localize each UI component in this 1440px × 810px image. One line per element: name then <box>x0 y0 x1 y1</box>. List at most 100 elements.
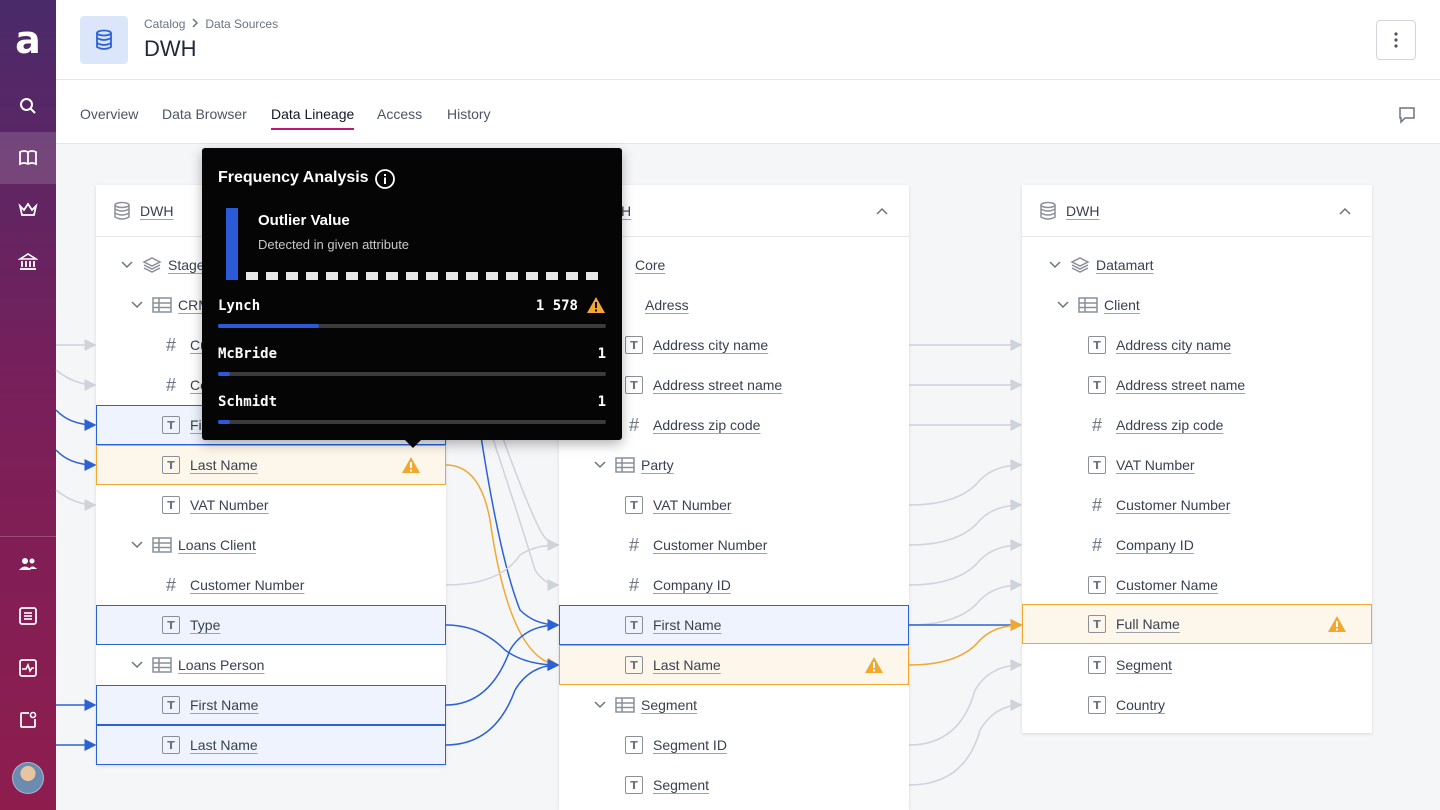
tree-row-table[interactable]: Loans Person <box>130 645 264 685</box>
tab-data-browser[interactable]: Data Browser <box>162 106 247 122</box>
tree-row-column[interactable]: T Address street name <box>1088 365 1245 405</box>
number-type-icon: # <box>165 574 176 595</box>
tree-row-column[interactable]: T VAT Number <box>1088 445 1195 485</box>
app-logo[interactable]: a <box>15 18 41 62</box>
chevron-up-icon[interactable] <box>875 204 889 218</box>
number-type-icon: # <box>1091 494 1102 515</box>
tree-row-column[interactable]: # Company ID <box>1088 525 1194 565</box>
breadcrumb-data-sources[interactable]: Data Sources <box>205 17 279 31</box>
text-type-icon: T <box>1088 376 1106 394</box>
tab-data-lineage[interactable]: Data Lineage <box>271 106 355 130</box>
edge-lm-1 <box>445 464 560 670</box>
tree-row-column[interactable]: # Customer Number <box>1088 485 1230 525</box>
monitor-icon[interactable] <box>0 642 56 694</box>
tree-row-column[interactable]: T Address city name <box>1088 325 1231 365</box>
tree-row-column[interactable]: T Customer Name <box>1088 565 1218 605</box>
settings-window-icon[interactable] <box>0 694 56 746</box>
chevron-down-icon[interactable] <box>1056 298 1070 312</box>
tree-row-schema[interactable]: Core <box>609 245 665 285</box>
warning-icon[interactable] <box>1327 615 1347 633</box>
panel-source-label[interactable]: DWH <box>1066 202 1100 219</box>
edge-lm-2 <box>479 429 560 631</box>
search-icon[interactable] <box>0 80 56 132</box>
tree-row-column[interactable]: # Address zip code <box>625 405 760 445</box>
tree-row-table[interactable]: CRM <box>130 285 210 325</box>
tree-row-column[interactable]: T Country <box>1088 685 1165 725</box>
tree-row-column-selected[interactable]: T Type <box>96 605 446 645</box>
tree-row-label: Core <box>635 257 666 273</box>
bank-icon[interactable] <box>0 236 56 288</box>
warning-icon[interactable] <box>864 656 884 674</box>
tree-row-table[interactable]: Client <box>1056 285 1140 325</box>
table-icon <box>615 697 635 713</box>
comment-icon[interactable] <box>1398 106 1416 129</box>
tree-row-label: Company ID <box>653 577 731 593</box>
tree-row-column[interactable]: # Address zip code <box>1088 405 1223 445</box>
tab-overview[interactable]: Overview <box>80 106 139 122</box>
chevron-up-icon[interactable] <box>1338 204 1352 218</box>
frequency-item: McBride 1 <box>218 346 606 362</box>
list-icon[interactable] <box>0 590 56 642</box>
frequency-item-count: 1 <box>597 394 606 410</box>
tree-row-column[interactable]: # Customer Number <box>625 525 767 565</box>
tree-row-schema[interactable]: Stage <box>120 245 205 285</box>
tab-access[interactable]: Access <box>377 106 423 122</box>
number-type-icon: # <box>1091 414 1102 435</box>
chevron-down-icon[interactable] <box>593 458 607 472</box>
warning-icon[interactable] <box>401 456 421 474</box>
tree-row-column[interactable]: T VAT Number <box>625 485 732 525</box>
tree-row-table[interactable]: Segment <box>593 685 697 725</box>
chevron-down-icon[interactable] <box>130 658 144 672</box>
tree-row-column[interactable]: # Company ID <box>625 565 731 605</box>
tree-row-column[interactable]: T Segment <box>625 765 709 805</box>
tree-row-column[interactable]: T Address city name <box>625 325 768 365</box>
edge-in-2 <box>55 369 97 391</box>
tree-row-column[interactable]: T VAT Number <box>162 485 269 525</box>
panel-header: H <box>559 185 909 237</box>
edge-lm-3 <box>445 624 560 671</box>
info-icon[interactable] <box>374 168 396 190</box>
crown-icon[interactable] <box>0 184 56 236</box>
tree-row-column-warning[interactable]: T Last Name <box>96 445 446 485</box>
chevron-down-icon[interactable] <box>120 258 134 272</box>
database-icon <box>1040 201 1056 220</box>
frequency-bar-track <box>218 324 606 328</box>
chevron-down-icon[interactable] <box>1048 258 1062 272</box>
tree-row-table[interactable]: Adress <box>615 285 689 325</box>
tree-row-table[interactable]: Party <box>593 445 674 485</box>
tree-row-column-selected[interactable]: T Last Name <box>96 725 446 765</box>
tree-row-column-selected[interactable]: T First Name <box>559 605 909 645</box>
breadcrumb-catalog[interactable]: Catalog <box>144 17 186 31</box>
tab-history[interactable]: History <box>447 106 491 122</box>
number-type-icon: # <box>165 374 176 395</box>
tree-row-column[interactable]: T Segment <box>1088 645 1172 685</box>
kebab-icon <box>1394 32 1398 48</box>
tree-row-column[interactable]: # Customer Number <box>162 565 304 605</box>
edge-mr-7 <box>908 579 1023 626</box>
frequency-item-name: Lynch <box>218 298 261 314</box>
text-type-icon: T <box>1088 576 1106 594</box>
chevron-down-icon[interactable] <box>130 538 144 552</box>
users-icon[interactable] <box>0 538 56 590</box>
tree-row-table[interactable]: Loans Client <box>130 525 256 565</box>
tree-row-column[interactable]: T Segment ID <box>625 725 727 765</box>
text-type-icon: T <box>162 456 180 474</box>
tree-row-column-selected[interactable]: T First Name <box>96 685 446 725</box>
tree-row-column[interactable]: T Address street name <box>625 365 782 405</box>
frequency-item: Schmidt 1 <box>218 394 606 410</box>
tree-row-column-warning[interactable]: T Last Name <box>559 645 909 685</box>
chevron-down-icon[interactable] <box>593 698 607 712</box>
chevron-down-icon[interactable] <box>130 298 144 312</box>
frequency-item: Lynch 1 578 <box>218 297 606 314</box>
book-icon[interactable] <box>0 132 56 184</box>
tree-row-label: Address city name <box>1116 337 1232 353</box>
tree-row-column-warning[interactable]: T Full Name <box>1022 604 1372 644</box>
tree-row-schema[interactable]: Datamart <box>1048 245 1154 285</box>
panel-source-label[interactable]: H <box>621 202 632 219</box>
edge-mr-6 <box>908 539 1023 586</box>
database-icon <box>80 16 128 64</box>
tree-row-label: Adress <box>645 297 689 313</box>
more-options-button[interactable] <box>1376 20 1416 60</box>
avatar[interactable] <box>12 762 44 794</box>
panel-source-label[interactable]: DWH <box>140 202 174 219</box>
